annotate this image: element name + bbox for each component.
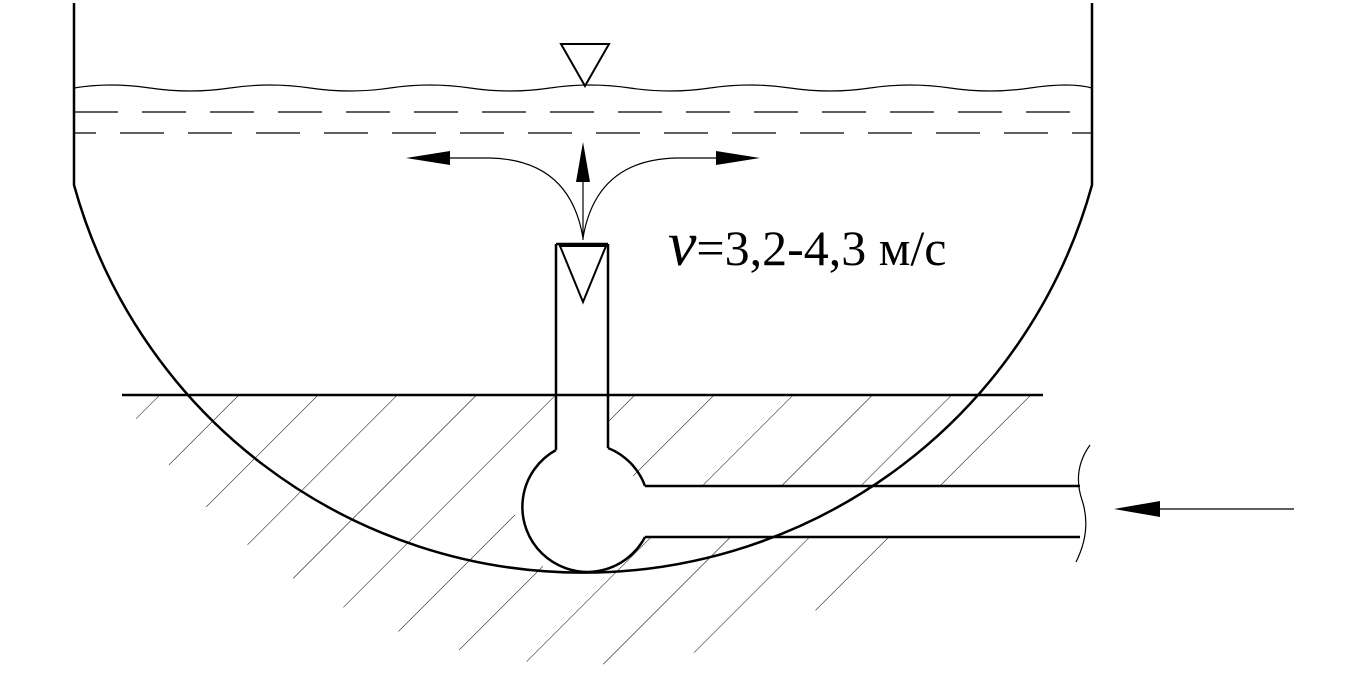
velocity-symbol: v xyxy=(668,208,697,279)
arrow-right-icon xyxy=(716,151,760,165)
arrow-up-icon xyxy=(576,142,590,182)
velocity-label: v=3,2-4,3 м/с xyxy=(668,212,946,276)
inflow-arrow xyxy=(1114,501,1294,517)
arrow-left-icon xyxy=(406,151,450,165)
vertical-riser-pipe xyxy=(554,244,610,450)
distribution-chamber xyxy=(521,446,647,574)
pipe-break-mark xyxy=(1075,444,1091,563)
flow-arrows xyxy=(406,142,760,240)
arrow-inflow-icon xyxy=(1114,501,1160,517)
inlet-pipe xyxy=(645,484,1080,539)
outlet-level-marker xyxy=(558,245,608,305)
water-surface xyxy=(73,84,1093,92)
water-level-marker xyxy=(559,43,611,89)
velocity-value: =3,2-4,3 м/с xyxy=(696,220,947,276)
